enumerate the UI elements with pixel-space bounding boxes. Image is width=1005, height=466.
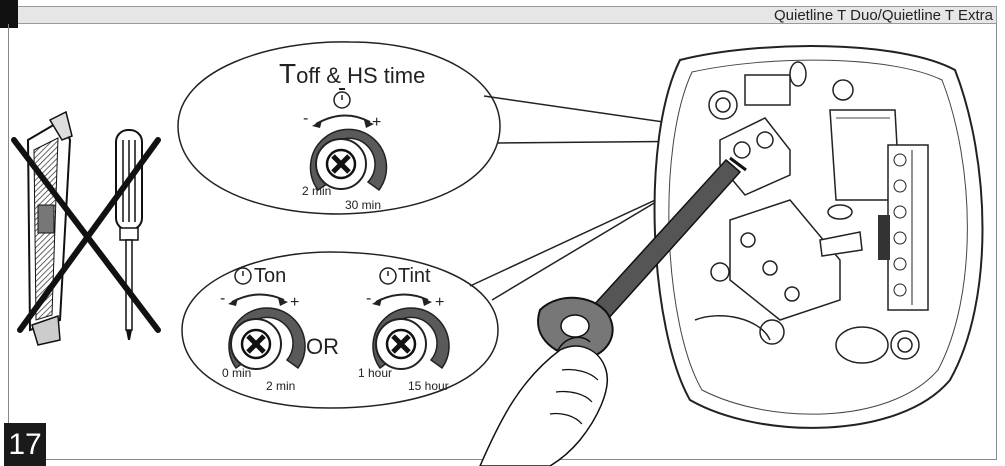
- tint-title-prefix: T: [398, 265, 410, 287]
- toff-dial: [309, 114, 388, 192]
- terminal-strip: [878, 144, 929, 311]
- top-dial-callout: [177, 41, 727, 215]
- tint-minus-sign: -: [366, 290, 372, 307]
- tint-plus-sign: +: [435, 294, 445, 311]
- center-terminal-block: [729, 199, 841, 321]
- header-bar: Quietline T Duo/Quietline T Extra: [0, 0, 1005, 28]
- tint-title: Tint: [398, 265, 431, 288]
- ton-title-suffix: on: [264, 265, 287, 287]
- ton-title: Ton: [254, 265, 286, 288]
- tint-min-label: 1 hour: [358, 366, 393, 380]
- tint-title-suffix: int: [409, 265, 431, 287]
- ton-plus-sign: +: [290, 294, 300, 311]
- stopwatch-icon: [333, 88, 351, 109]
- hand-icon: [479, 336, 608, 466]
- ton-max-label: 2 min: [266, 379, 296, 393]
- header-left-tab: [0, 0, 18, 28]
- toff-title-prefix: T: [279, 58, 297, 89]
- adjustment-tool-icon: [537, 156, 747, 360]
- or-label: OR: [306, 334, 339, 359]
- toff-min-label: 2 min: [302, 184, 332, 198]
- ton-dial: [228, 267, 306, 370]
- tint-max-label: 15 hour: [408, 379, 449, 393]
- step-number-badge: 17: [4, 423, 46, 466]
- fan-unit-base: [653, 45, 984, 429]
- toff-title-suffix: off & HS time: [296, 63, 426, 88]
- ton-min-label: 0 min: [222, 366, 252, 380]
- toff-minus-sign: -: [303, 110, 309, 127]
- tint-dial: [372, 267, 450, 370]
- ton-title-prefix: T: [254, 265, 264, 287]
- toff-max-label: 30 min: [345, 198, 382, 212]
- document-title: Quietline T Duo/Quietline T Extra: [773, 7, 993, 24]
- toff-title: Toff & HS time: [279, 58, 425, 90]
- toff-plus-sign: +: [372, 114, 382, 131]
- ton-minus-sign: -: [220, 290, 226, 307]
- forbidden-tools-icon: [11, 110, 161, 346]
